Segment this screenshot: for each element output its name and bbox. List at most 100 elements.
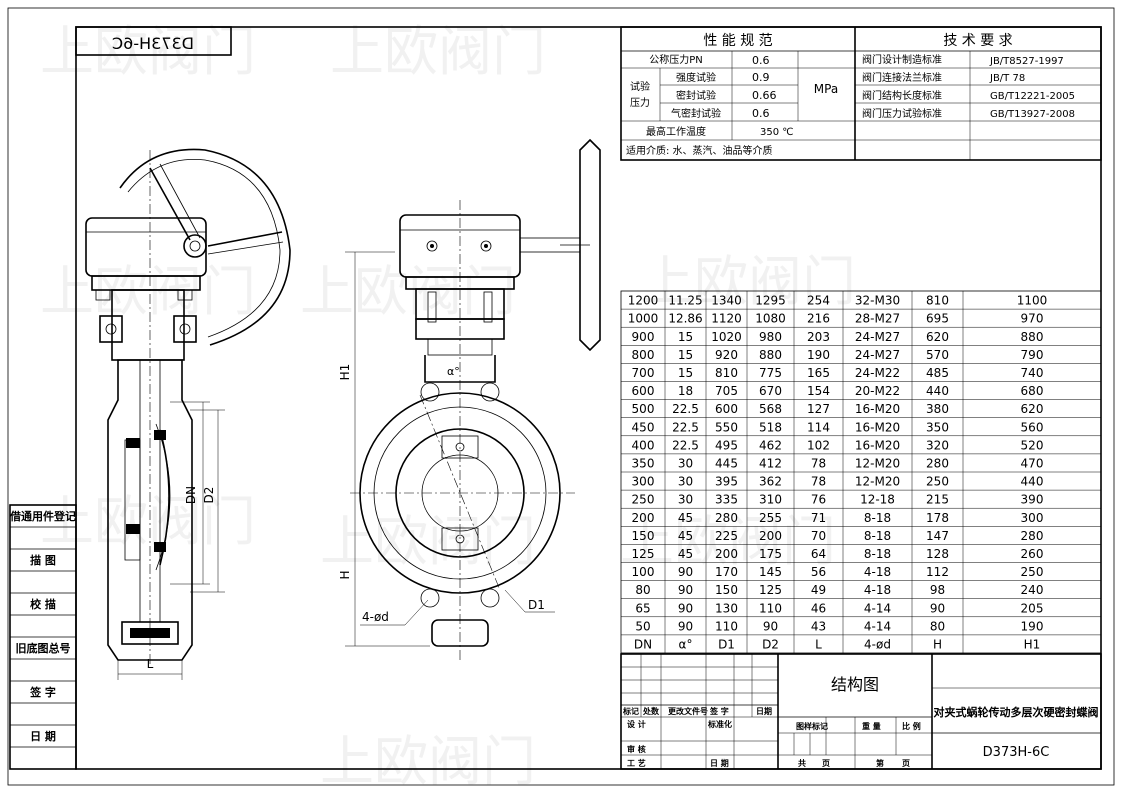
dimension-table-cell: 255 (759, 511, 782, 525)
dimension-table-cell: 350 (926, 420, 949, 434)
air-label: 气密封试验 (671, 107, 721, 120)
dimension-table-cell: 65 (635, 601, 650, 615)
dimension-table-cell: 90 (678, 583, 693, 597)
dimension-table-cell: 1000 (628, 312, 659, 326)
dim-h1: H1 (338, 364, 352, 381)
side-label: 签 字 (29, 685, 56, 699)
dim-l: L (147, 657, 154, 671)
dimension-table-cell: 300 (632, 475, 655, 489)
dimension-table-cell: 620 (926, 330, 949, 344)
dimension-table-cell: 78 (811, 457, 826, 471)
drawing-type: 结构图 (831, 675, 879, 694)
dimension-table-cell: 518 (759, 420, 782, 434)
dimension-table-cell: 1200 (628, 294, 659, 308)
dimension-table-cell: 147 (926, 529, 949, 543)
dimension-table-cell: 178 (926, 511, 949, 525)
dimension-table-header: D1 (718, 638, 735, 652)
dimension-table-cell: 127 (807, 402, 830, 416)
dimension-table-cell: 190 (1021, 619, 1044, 633)
dimension-table-cell: 670 (759, 384, 782, 398)
dim-dn: DN (184, 486, 198, 504)
dimension-table-cell: 15 (678, 348, 693, 362)
dimension-table-cell: 16-M20 (855, 420, 900, 434)
dimension-table-cell: 200 (715, 547, 738, 561)
watermark: 上欧阀门 (320, 510, 536, 573)
temp-value: 350 ℃ (760, 127, 794, 138)
dimension-table-cell: 280 (715, 511, 738, 525)
dimension-table-cell: 49 (811, 583, 826, 597)
dimension-table-cell: 90 (678, 619, 693, 633)
perf-header: 性 能 规 范 (703, 32, 772, 49)
dimension-table-cell: 78 (811, 475, 826, 489)
dimension-table-cell: 98 (930, 583, 945, 597)
dimension-table-cell: 114 (807, 420, 830, 434)
dimension-table-cell: 216 (807, 312, 830, 326)
mirrored-drawing-number: D373H-6C (75, 26, 232, 56)
dimension-table-cell: 445 (715, 457, 738, 471)
dimension-table-cell: 112 (926, 565, 949, 579)
dimension-table-cell: 24-M27 (855, 330, 900, 344)
dimension-table-cell: 880 (759, 348, 782, 362)
dimension-table-cell: 90 (763, 619, 778, 633)
side-label: 描 图 (30, 553, 56, 567)
dimension-table-cell: 1340 (711, 294, 742, 308)
dimension-table-cell: 32-M30 (855, 294, 900, 308)
dimension-table-cell: 150 (715, 583, 738, 597)
dimension-table-cell: 500 (632, 402, 655, 416)
strength-label: 强度试验 (676, 71, 716, 84)
dimension-table-cell: 250 (1021, 565, 1044, 579)
dimension-table-header: H (933, 638, 942, 652)
dimension-table-cell: 520 (1021, 438, 1044, 452)
front-handwheel (579, 138, 601, 352)
dimension-table-header: α° (679, 638, 693, 652)
rev-label: 签 字 (709, 706, 729, 716)
dimension-table-cell: 740 (1021, 366, 1044, 380)
seal-label: 密封试验 (676, 89, 716, 102)
spec-table: 性 能 规 范 公称压力PN 0.6 试验 压力 强度试验 0.9 密封试验 0… (620, 26, 1102, 161)
watermark: 上欧阀门 (40, 260, 256, 323)
dimension-table-cell: 30 (678, 475, 693, 489)
dimension-table-cell: 130 (715, 601, 738, 615)
test-group-label-2: 压力 (630, 96, 650, 109)
dimension-table-cell: 310 (759, 493, 782, 507)
watermark: 上欧阀门 (320, 730, 536, 793)
dimension-table-cell: 154 (807, 384, 830, 398)
dimension-table-cell: 260 (1021, 547, 1044, 561)
dimension-table-cell: 880 (1021, 330, 1044, 344)
dimension-table-cell: 400 (632, 438, 655, 452)
dimension-table-cell: 4-14 (864, 601, 891, 615)
pn-label: 公称压力PN (649, 53, 703, 66)
page-label-2: 页 (902, 759, 910, 768)
dimension-table-cell: 30 (678, 457, 693, 471)
dimension-table-cell: 4-14 (864, 619, 891, 633)
dimension-table-cell: 215 (926, 493, 949, 507)
dimension-table-cell: 1100 (1017, 294, 1048, 308)
dimension-table-cell: 8-18 (864, 547, 891, 561)
dimension-table-cell: 462 (759, 438, 782, 452)
dimension-table-cell: 300 (1021, 511, 1044, 525)
dimension-table-cell: 570 (926, 348, 949, 362)
standardize-label: 标准化 (707, 719, 732, 729)
dimension-table-cell: 335 (715, 493, 738, 507)
dimension-table-cell: 64 (811, 547, 826, 561)
air-value: 0.6 (752, 107, 770, 120)
dimension-table-cell: 1080 (755, 312, 786, 326)
side-label: 旧底图总号 (16, 641, 71, 655)
handwheel-rim (119, 148, 291, 346)
check-label: 审 核 (627, 744, 646, 754)
dimension-table-cell: 440 (926, 384, 949, 398)
dimension-table-header: H1 (1024, 638, 1041, 652)
watermark: 上欧阀门 (300, 260, 516, 323)
product-name: 对夹式蜗轮传动多层次硬密封蝶阀 (934, 705, 1099, 719)
tech-label: 阀门结构长度标准 (862, 89, 942, 102)
rev-label: 处数 (642, 706, 660, 716)
dimension-table-cell: 45 (678, 529, 693, 543)
dimension-table-cell: 470 (1021, 457, 1044, 471)
dimension-table-cell: 190 (807, 348, 830, 362)
dimension-table-cell: 12-M20 (855, 457, 900, 471)
dimension-table-cell: 970 (1021, 312, 1044, 326)
rev-label: 日期 (756, 706, 772, 716)
dimension-table-cell: 240 (1021, 583, 1044, 597)
dimension-table-cell: 1295 (755, 294, 786, 308)
